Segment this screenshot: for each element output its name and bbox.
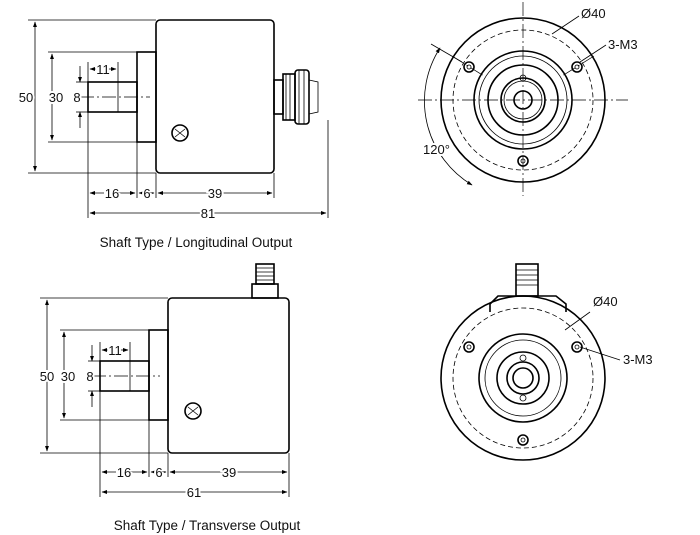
top-front-view: Ø40 3-M3 120° <box>418 2 638 196</box>
dim-height-flange: 30 <box>49 90 63 105</box>
bottom-side-view: 50 30 8 11 16 6 39 61 <box>38 263 290 502</box>
screw-icon <box>171 124 189 142</box>
front-angle-label: 120° <box>423 142 450 157</box>
dim-height-outer: 50 <box>19 90 33 105</box>
screw-icon <box>184 402 202 420</box>
dim-total-length: 61 <box>187 485 201 500</box>
caption-longitudinal: Shaft Type / Longitudinal Output <box>100 235 293 250</box>
dim-flange-length: 6 <box>143 186 150 201</box>
dim-shaft-width: 11 <box>108 343 122 358</box>
dim-height-outer: 50 <box>40 369 54 384</box>
front-diameter-label: Ø40 <box>593 294 618 309</box>
dim-body-length: 39 <box>222 465 236 480</box>
cable-gland <box>273 69 319 125</box>
dim-shaft-diameter: 8 <box>86 369 93 384</box>
dim-total-length: 81 <box>201 206 215 221</box>
dim-shaft-diameter: 8 <box>73 90 80 105</box>
dim-body-length: 39 <box>208 186 222 201</box>
bottom-front-view: Ø40 3-M3 <box>440 263 653 461</box>
connector <box>251 263 279 299</box>
caption-transverse: Shaft Type / Transverse Output <box>114 518 301 533</box>
dim-height-flange: 30 <box>61 369 75 384</box>
front-holes-label: 3-M3 <box>608 37 638 52</box>
front-diameter-label: Ø40 <box>581 6 606 21</box>
dim-shaft-width: 11 <box>96 62 110 77</box>
dim-flange-length: 6 <box>155 465 162 480</box>
dim-shaft-length: 16 <box>105 186 119 201</box>
front-holes-label: 3-M3 <box>623 352 653 367</box>
dim-shaft-length: 16 <box>117 465 131 480</box>
top-side-view: 50 30 8 11 16 6 39 81 <box>17 19 329 223</box>
